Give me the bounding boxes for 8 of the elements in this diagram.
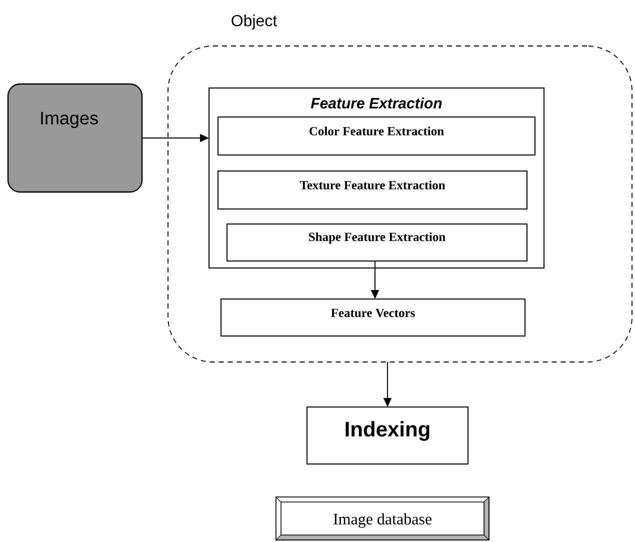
node-label: Object bbox=[232, 14, 277, 30]
process-box: Indexing bbox=[306, 406, 468, 464]
process-box: Texture Feature Extraction bbox=[218, 170, 528, 210]
process-box: Shape Feature Extraction bbox=[226, 224, 528, 262]
process-box: Feature Vectors bbox=[220, 298, 526, 336]
process-box: Color Feature Extraction bbox=[218, 116, 536, 156]
rounded-box: Images bbox=[7, 83, 143, 193]
database-box: Image database bbox=[276, 496, 490, 540]
